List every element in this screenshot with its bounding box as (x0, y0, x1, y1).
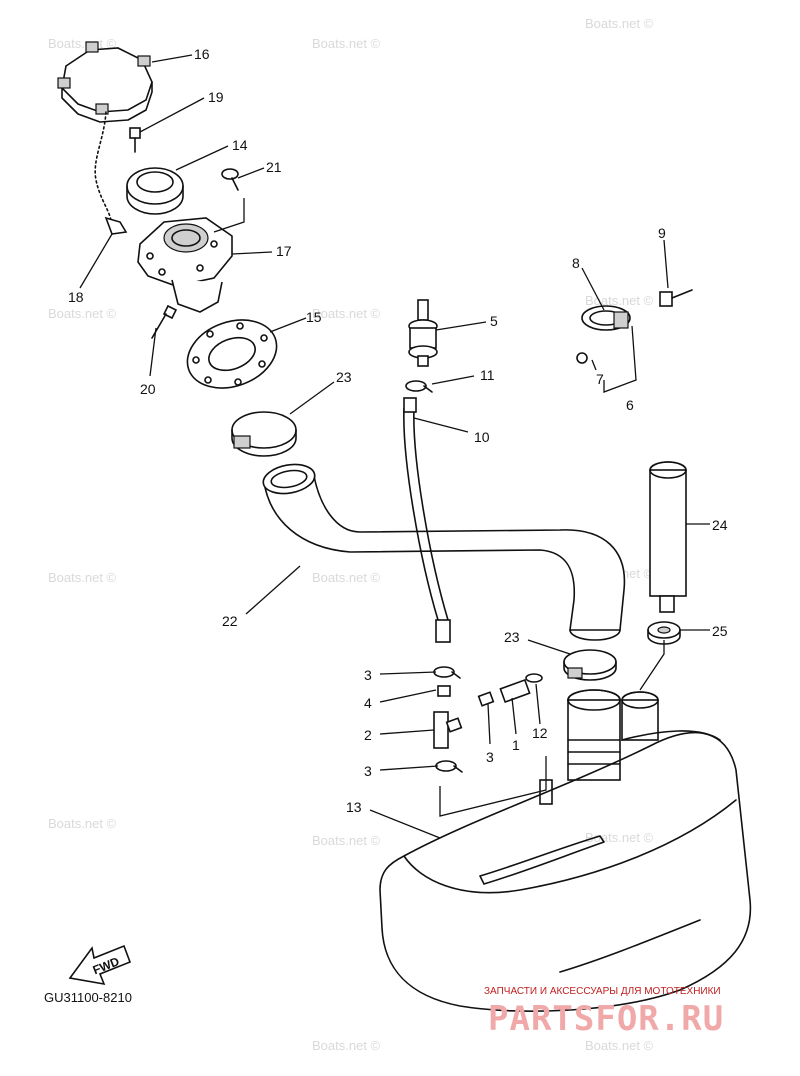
filler-hose-part (262, 463, 626, 641)
part-number-label: 24 (712, 517, 728, 533)
watermark: Boats.net © (312, 36, 381, 51)
part-number-label: 3 (486, 749, 494, 765)
filler-cap-part (57, 41, 153, 123)
brand-watermark: ЗАПЧАСТИ И АКСЕССУАРЫ ДЛЯ МОТОТЕХНИКИ PA… (484, 986, 724, 1039)
part-number-label: 22 (222, 613, 238, 629)
diagram-code: GU31100-8210 (44, 990, 132, 1005)
part-number-label: 13 (346, 799, 362, 815)
part-number-label: 18 (68, 289, 84, 305)
watermark: Boats.net © (585, 16, 654, 31)
watermark: Boats.net © (48, 570, 117, 585)
part-number-label: 25 (712, 623, 728, 639)
part-number-label: 9 (658, 225, 666, 241)
brand-name: PARTSFOR.RU (488, 999, 724, 1039)
part-number-label: 20 (140, 381, 156, 397)
gasket-ring-part (126, 167, 184, 215)
watermark: Boats.net © (48, 816, 117, 831)
part-number-label: 10 (474, 429, 490, 445)
part-number-label: 15 (306, 309, 322, 325)
tank-neck-part (567, 689, 659, 781)
hose-clamp-lower-part (563, 649, 617, 681)
strap-bracket-part (576, 289, 693, 364)
part-number-label: 5 (490, 313, 498, 329)
pipe-part (649, 461, 687, 613)
watermark: Boats.net © (585, 293, 654, 308)
part-number-label: 7 (596, 371, 604, 387)
part-number-label: 2 (364, 727, 372, 743)
small-screw-part (221, 168, 239, 191)
part-number-label: 23 (504, 629, 520, 645)
hose-clip-part (405, 380, 433, 393)
brand-tagline: ЗАПЧАСТИ И АКСЕССУАРЫ ДЛЯ МОТОТЕХНИКИ (484, 986, 721, 997)
part-number-label: 8 (572, 255, 580, 271)
part-number-label: 3 (364, 763, 372, 779)
part-number-label: 11 (480, 367, 495, 383)
bolt-part (151, 304, 178, 339)
grommet-part (647, 621, 681, 645)
breather-valve-part (408, 299, 438, 367)
part-number-label: 1 (512, 737, 520, 753)
watermark: Boats.net © (48, 36, 117, 51)
watermark: Boats.net © (585, 1038, 654, 1053)
part-number-label: 16 (194, 46, 210, 62)
fuel-tank-part (379, 730, 752, 1012)
part-number-label: 3 (364, 667, 372, 683)
part-number-label: 19 (208, 89, 224, 105)
part-number-label: 23 (336, 369, 352, 385)
fuel-fittings-group (433, 666, 553, 805)
watermark: Boats.net © (312, 570, 381, 585)
watermark: Boats.net © (585, 830, 654, 845)
part-number-label: 14 (232, 137, 248, 153)
watermark: Boats.net © (312, 833, 381, 848)
leader-lines (79, 54, 710, 839)
screw-part (129, 127, 141, 153)
part-number-label: 12 (532, 725, 548, 741)
flange-gasket-part (186, 319, 278, 389)
part-number-label: 17 (276, 243, 292, 259)
watermark: Boats.net © (312, 306, 381, 321)
part-number-label: 4 (364, 695, 372, 711)
watermark: Boats.net © (312, 1038, 381, 1053)
tether-chain-part (94, 111, 128, 235)
vent-hose-part (403, 397, 451, 643)
fwd-arrow: FWD (68, 944, 132, 986)
part-number-label: 21 (266, 159, 282, 175)
hose-clamp-upper-part (231, 411, 297, 457)
filler-neck-part (137, 217, 233, 313)
part-number-labels: 16 19 14 21 17 18 20 15 23 22 10 5 11 8 … (68, 46, 728, 815)
watermark: Boats.net © (48, 306, 117, 321)
part-number-label: 6 (626, 397, 634, 413)
